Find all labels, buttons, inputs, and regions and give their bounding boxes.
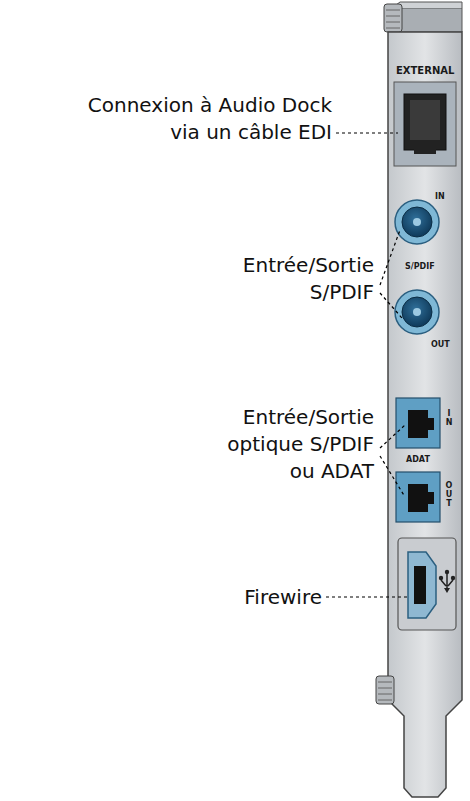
callout-label: Firewire bbox=[122, 584, 322, 611]
port-label: IN bbox=[435, 192, 445, 201]
callout-label: Entrée/Sortie S/PDIF bbox=[202, 252, 374, 306]
callout-label: Entrée/Sortie optique S/PDIF ou ADAT bbox=[200, 404, 374, 485]
port-label: S/PDIF bbox=[405, 262, 435, 271]
port-label: IN bbox=[445, 410, 453, 428]
port-label: EXTERNAL bbox=[396, 66, 454, 75]
port-label: OUT bbox=[431, 340, 450, 349]
port-label: OUT bbox=[445, 482, 453, 508]
port-label: ADAT bbox=[406, 455, 430, 464]
callout-label: Connexion à Audio Dock via un câble EDI bbox=[64, 92, 332, 146]
